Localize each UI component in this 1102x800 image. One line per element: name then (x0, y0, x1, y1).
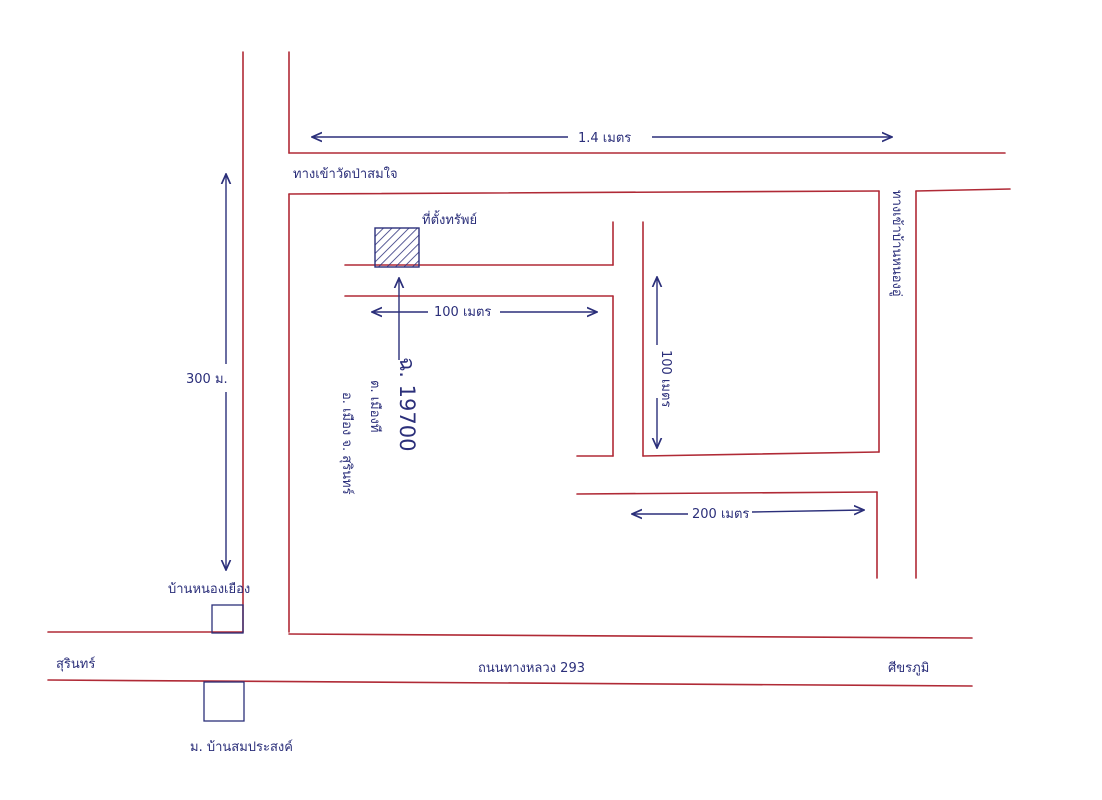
annotation-line3: อ. เมือง จ. สุรินทร์ (339, 392, 355, 495)
lower-arrow-right (751, 510, 864, 512)
city-left-label: สุรินทร์ (56, 656, 95, 672)
buildings (203, 227, 420, 722)
inner-h-distance-label: 100 เมตร (434, 305, 491, 320)
inner-v-distance-label: 100 เมตร (658, 350, 673, 407)
village-bottom-label: ม. บ้านสมประสงค์ (190, 739, 293, 755)
property-building-icon (374, 227, 420, 268)
right-road-label: ทางเข้าบ้านหนองอู่ (889, 190, 904, 297)
wat-road-south-edge (288, 190, 880, 195)
highway-label: ถนนทางหลวง 293 (478, 661, 585, 676)
property-site-label: ที่ตั้งทรัพย์ (422, 210, 477, 228)
city-right-label: ศีขรภูมิ (888, 660, 929, 676)
village-top-label: บ้านหนองเยือง (168, 581, 250, 597)
lane-c-south-edge (576, 491, 878, 495)
left-distance-label: 300 ม. (186, 372, 228, 387)
wat-road-label: ทางเข้าวัดป่าสมใจ (293, 166, 398, 182)
address-annotation: ฉ. 19700 ต. เมืองที อ. เมือง จ. สุรินทร์ (339, 357, 419, 495)
highway-north-edge-east (288, 633, 973, 639)
annotation-line1: ฉ. 19700 (395, 357, 419, 451)
lower-distance-label: 200 เมตร (692, 507, 749, 522)
roads (47, 51, 1011, 687)
labels: 1.4 เมตร ทางเข้าวัดป่าสมใจ ที่ตั้งทรัพย์… (56, 131, 929, 755)
top-distance-label: 1.4 เมตร (578, 131, 631, 146)
highway-south-edge (47, 679, 973, 687)
annotation-line2: ต. เมืองที (367, 380, 383, 432)
village-bottom-house-icon (203, 681, 245, 722)
village-top-house-icon (211, 604, 244, 634)
dimension-arrows (226, 137, 892, 570)
lane-c-north-edge (642, 451, 880, 457)
wat-road-south-edge-east (915, 188, 1011, 192)
